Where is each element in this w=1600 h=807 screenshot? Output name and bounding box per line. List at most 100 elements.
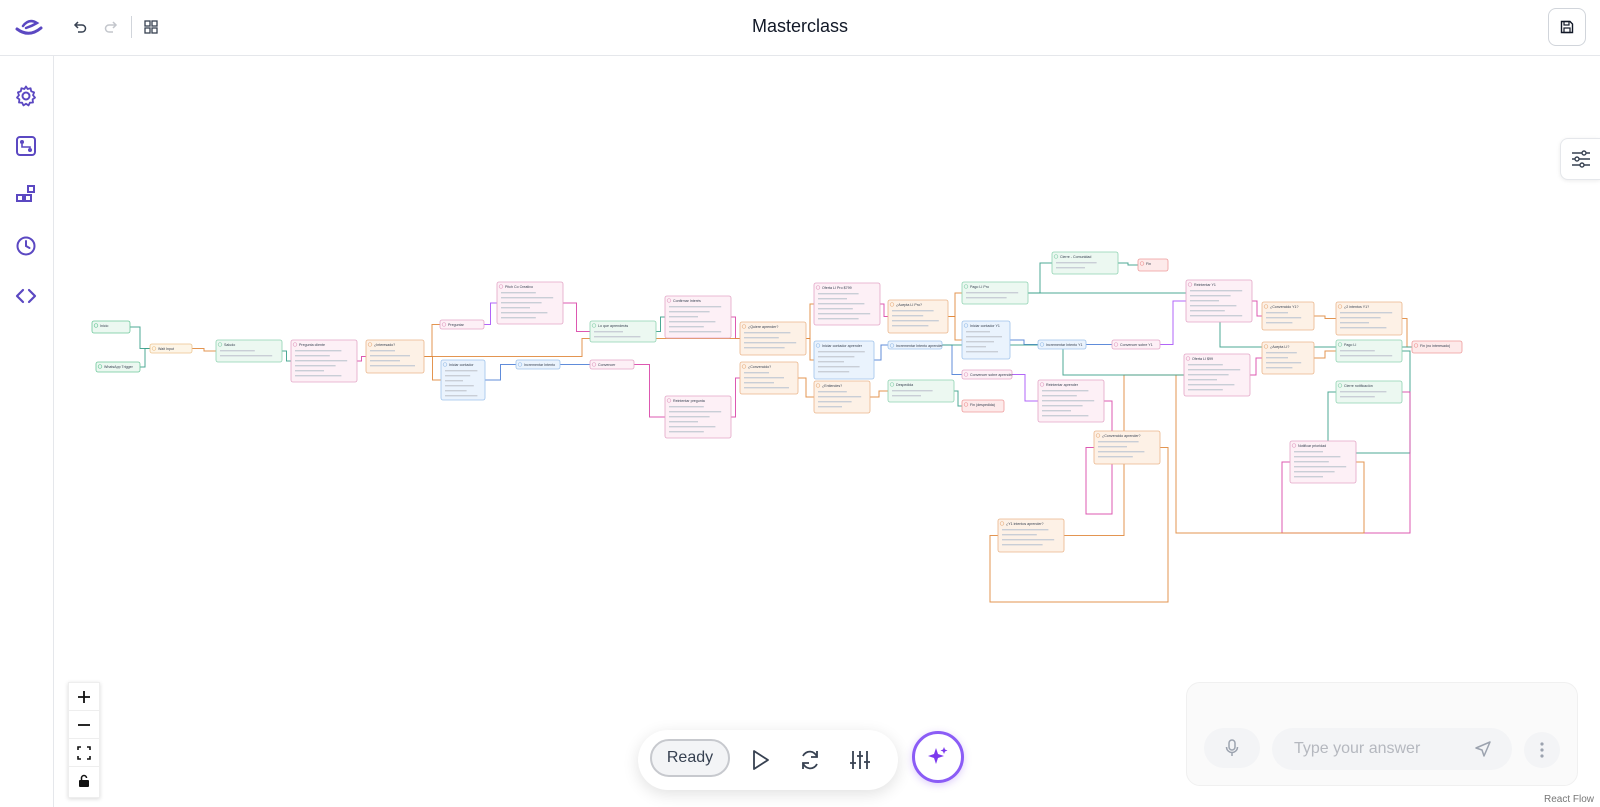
flow-edge[interactable] xyxy=(942,344,962,375)
ai-assistant-button[interactable] xyxy=(912,731,964,783)
send-button[interactable] xyxy=(1470,736,1496,762)
flow-edge[interactable] xyxy=(798,377,814,398)
flow-edge[interactable] xyxy=(1402,318,1412,348)
flow-node[interactable]: Saludo xyxy=(215,339,283,363)
sidebar-item-components[interactable] xyxy=(12,182,40,210)
more-options-button[interactable] xyxy=(1524,732,1560,768)
flow-edge[interactable] xyxy=(1314,315,1336,319)
flow-node[interactable]: Notificar prioridad xyxy=(1289,440,1357,484)
flow-node[interactable]: ¿Quiere aprender? xyxy=(739,321,807,356)
flow-node[interactable]: ¿Acepta LI Pro? xyxy=(887,299,949,334)
flow-edge[interactable] xyxy=(282,350,291,362)
canvas-settings-button[interactable] xyxy=(1560,138,1600,180)
flow-node[interactable]: Confirmar Interés xyxy=(664,295,732,339)
flow-edge[interactable] xyxy=(806,338,814,361)
flow-node[interactable]: Fin (despedida) xyxy=(961,399,1005,413)
flow-node[interactable]: Pago LI Pro xyxy=(961,281,1029,305)
flow-node[interactable]: Wait Input xyxy=(149,343,193,354)
sidebar-item-code[interactable] xyxy=(12,282,40,310)
flow-edge[interactable] xyxy=(1010,339,1038,345)
flow-edge[interactable] xyxy=(484,302,497,325)
flow-edge[interactable] xyxy=(954,390,962,407)
sidebar-item-settings[interactable] xyxy=(12,82,40,110)
play-button[interactable] xyxy=(746,746,774,774)
flow-node[interactable]: Incrementar Intento aprender xyxy=(887,340,943,350)
flow-edge[interactable] xyxy=(424,324,440,357)
flow-node[interactable]: ¿Interesado? xyxy=(365,339,425,374)
flow-node[interactable]: Fin xyxy=(1137,258,1169,272)
flow-node[interactable]: ¿Y1 intentos aprender? xyxy=(997,518,1065,553)
grid-layout-icon[interactable] xyxy=(138,14,164,40)
flow-node[interactable]: Cierre notificación xyxy=(1335,380,1403,404)
flow-node[interactable]: Reintentar aprender xyxy=(1037,379,1105,423)
flow-node[interactable]: Reintentar pregunta xyxy=(664,395,732,439)
status-badge[interactable]: Ready xyxy=(650,739,730,777)
flow-node[interactable]: Convencer sobre aprender xyxy=(961,369,1014,380)
flow-edge[interactable] xyxy=(731,377,740,418)
flow-node[interactable]: Pago LI xyxy=(1335,339,1403,363)
flow-node[interactable]: Fin (no interesado) xyxy=(1411,340,1463,354)
flow-node[interactable]: ¿Convencido Y1? xyxy=(1261,301,1315,331)
flow-edge[interactable] xyxy=(880,303,888,317)
flow-edge[interactable] xyxy=(1160,300,1186,345)
flow-node[interactable]: Preguntar xyxy=(439,319,485,330)
flow-node[interactable]: Iniciar contador xyxy=(440,359,486,401)
lock-button[interactable] xyxy=(69,767,99,795)
flow-edge[interactable] xyxy=(192,348,216,352)
flow-node[interactable]: ¿Convencido? xyxy=(739,361,799,395)
flow-edge[interactable] xyxy=(1118,262,1138,266)
flow-node[interactable]: Incrementar Intento Y1 xyxy=(1037,339,1087,350)
sidebar-item-history[interactable] xyxy=(12,232,40,260)
flow-edge[interactable] xyxy=(1252,300,1262,317)
flow-edge[interactable] xyxy=(806,303,814,339)
flow-node[interactable]: Incrementar Intento xyxy=(515,359,561,370)
flow-edge[interactable] xyxy=(1012,374,1038,402)
sidebar-item-flow[interactable] xyxy=(12,132,40,160)
flow-edge[interactable] xyxy=(870,390,888,398)
flow-node[interactable]: Cierre - Comunidad xyxy=(1051,251,1119,275)
flow-node[interactable]: Convencer xyxy=(589,359,635,370)
save-button[interactable] xyxy=(1548,8,1586,46)
flow-edge[interactable] xyxy=(563,302,590,332)
flow-edge[interactable] xyxy=(357,356,366,362)
microphone-button[interactable] xyxy=(1204,728,1260,768)
flow-node[interactable]: ¿2 intentos Y1? xyxy=(1335,301,1403,336)
flow-edge[interactable] xyxy=(1314,350,1336,359)
flow-edge[interactable] xyxy=(1327,350,1411,454)
app-logo-icon[interactable] xyxy=(14,14,44,40)
flow-edge[interactable] xyxy=(424,338,740,357)
flow-node[interactable]: Reintentar Y1 xyxy=(1185,279,1253,323)
tune-button[interactable] xyxy=(846,746,874,774)
flow-edge[interactable] xyxy=(130,326,150,349)
flow-edge[interactable] xyxy=(989,447,1169,603)
flow-edge[interactable] xyxy=(1250,357,1262,376)
flow-edge[interactable] xyxy=(634,364,665,418)
flow-node[interactable]: Lo que aprenderás xyxy=(589,320,657,343)
flow-edge[interactable] xyxy=(1085,400,1113,515)
react-flow-attribution[interactable]: React Flow xyxy=(1539,792,1598,807)
flow-edge[interactable] xyxy=(424,356,441,381)
flow-edge[interactable] xyxy=(874,344,888,361)
flow-edge[interactable] xyxy=(1028,262,1052,294)
flow-node[interactable]: ¿Acepta LI? xyxy=(1261,341,1315,375)
flow-edge[interactable] xyxy=(485,364,516,381)
zoom-out-button[interactable] xyxy=(69,711,99,739)
flow-edge[interactable] xyxy=(948,316,962,341)
flow-edge[interactable] xyxy=(140,348,150,368)
flow-node[interactable]: Iniciar contador aprender xyxy=(813,340,875,380)
fit-view-button[interactable] xyxy=(69,739,99,767)
flow-node[interactable]: Convencer sobre Y1 xyxy=(1111,339,1161,350)
zoom-in-button[interactable] xyxy=(69,683,99,711)
flow-node[interactable]: ¿Convencido aprender? xyxy=(1093,430,1161,465)
flow-node[interactable]: Oferta LI $99 xyxy=(1183,353,1251,397)
flow-node[interactable]: ¿Entiendes? xyxy=(813,380,871,414)
flow-node[interactable]: Pitch Co Creativo xyxy=(496,281,564,325)
undo-icon[interactable] xyxy=(67,14,93,40)
redo-icon[interactable] xyxy=(98,14,124,40)
flow-node[interactable]: WhatsApp Trigger xyxy=(95,361,141,373)
flow-node[interactable]: Oferta LI Pro $799 xyxy=(813,282,881,326)
flow-node[interactable]: Despedida xyxy=(887,379,955,403)
flow-edge[interactable] xyxy=(731,316,740,339)
